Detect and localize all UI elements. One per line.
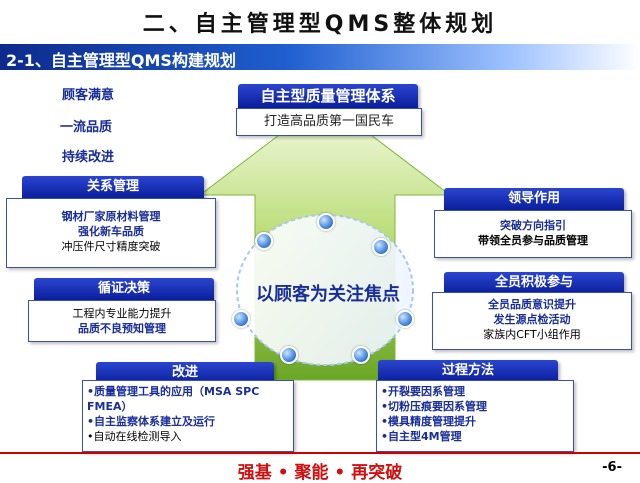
leadership-line-2: 带领全员参与品质管理 bbox=[478, 234, 588, 247]
relation-mgmt-box: 钢材厂家原材料管理 强化新车品质 冲压件尺寸精度突破 bbox=[6, 198, 216, 268]
qms-system-header: 自主型质量管理体系 bbox=[238, 84, 418, 108]
improvement-line-1: •质量管理工具的应用（MSA SPC bbox=[87, 385, 260, 398]
leadership-header: 领导作用 bbox=[444, 188, 624, 210]
page-number: -6- bbox=[602, 460, 622, 475]
oval-node-4 bbox=[352, 346, 370, 364]
goal-continuous-improvement: 持续改进 bbox=[62, 150, 115, 165]
engagement-line-1: 全员品质意识提升 bbox=[488, 298, 576, 311]
goal-customer-satisfaction: 顾客满意 bbox=[62, 88, 115, 103]
section-header: 2-1、自主管理型QMS构建规划 bbox=[6, 51, 236, 70]
relation-mgmt-line-2: 强化新车品质 bbox=[78, 225, 144, 238]
goal-first-class-quality: 一流品质 bbox=[60, 120, 113, 135]
improvement-header: 改进 bbox=[96, 362, 274, 384]
oval-node-6 bbox=[232, 310, 250, 328]
oval-node-3 bbox=[396, 310, 414, 328]
process-line-4: •自主型4M管理 bbox=[381, 430, 462, 443]
improvement-line-4: •自动在线检测导入 bbox=[87, 430, 182, 443]
improvement-line-2: FMEA） bbox=[87, 400, 133, 413]
evidence-decision-header: 循证决策 bbox=[34, 278, 214, 300]
engagement-box: 全员品质意识提升 发生源点检活动 家族内CFT小组作用 bbox=[432, 292, 632, 350]
process-line-1: •开裂要因系管理 bbox=[381, 385, 466, 398]
qms-system-text: 打造高品质第一国民车 bbox=[263, 114, 394, 129]
oval-node-2 bbox=[372, 238, 390, 256]
evidence-decision-line-1: 工程内专业能力提升 bbox=[72, 307, 172, 320]
customer-focus-label: 以顾客为关注焦点 bbox=[256, 284, 400, 305]
footer-divider bbox=[0, 452, 640, 454]
qms-system-box: 打造高品质第一国民车 bbox=[236, 108, 422, 136]
oval-node-1 bbox=[317, 213, 335, 231]
improvement-box: •质量管理工具的应用（MSA SPC FMEA） •自主监察体系建立及运行 •自… bbox=[82, 380, 294, 452]
relation-mgmt-line-1: 钢材厂家原材料管理 bbox=[61, 210, 161, 223]
process-box: •开裂要因系管理 •切粉压痕要因系管理 •模具精度管理提升 •自主型4M管理 bbox=[376, 380, 574, 452]
leadership-line-1: 突破方向指引 bbox=[500, 219, 566, 232]
engagement-line-2: 发生源点检活动 bbox=[493, 313, 571, 326]
oval-node-7 bbox=[255, 232, 273, 250]
leadership-box: 突破方向指引 带领全员参与品质管理 bbox=[434, 210, 632, 258]
improvement-line-3: •自主监察体系建立及运行 bbox=[87, 415, 216, 428]
page-title: 二、自主管理型QMS整体规划 bbox=[142, 12, 498, 37]
engagement-header: 全员积极参与 bbox=[444, 272, 624, 294]
engagement-line-3: 家族内CFT小组作用 bbox=[483, 328, 581, 341]
oval-node-5 bbox=[280, 346, 298, 364]
evidence-decision-line-2: 品质不良预知管理 bbox=[78, 322, 166, 335]
relation-mgmt-header: 关系管理 bbox=[22, 176, 204, 198]
process-header: 过程方法 bbox=[378, 360, 558, 382]
process-line-3: •模具精度管理提升 bbox=[381, 415, 477, 428]
process-line-2: •切粉压痕要因系管理 bbox=[381, 400, 488, 413]
footer-slogan: 强基 • 聚能 • 再突破 bbox=[237, 463, 403, 483]
section-header-bar: 2-1、自主管理型QMS构建规划 bbox=[0, 44, 640, 70]
evidence-decision-box: 工程内专业能力提升 品质不良预知管理 bbox=[28, 300, 216, 342]
green-arrow-graphic bbox=[198, 99, 452, 381]
relation-mgmt-line-3: 冲压件尺寸精度突破 bbox=[61, 240, 161, 253]
